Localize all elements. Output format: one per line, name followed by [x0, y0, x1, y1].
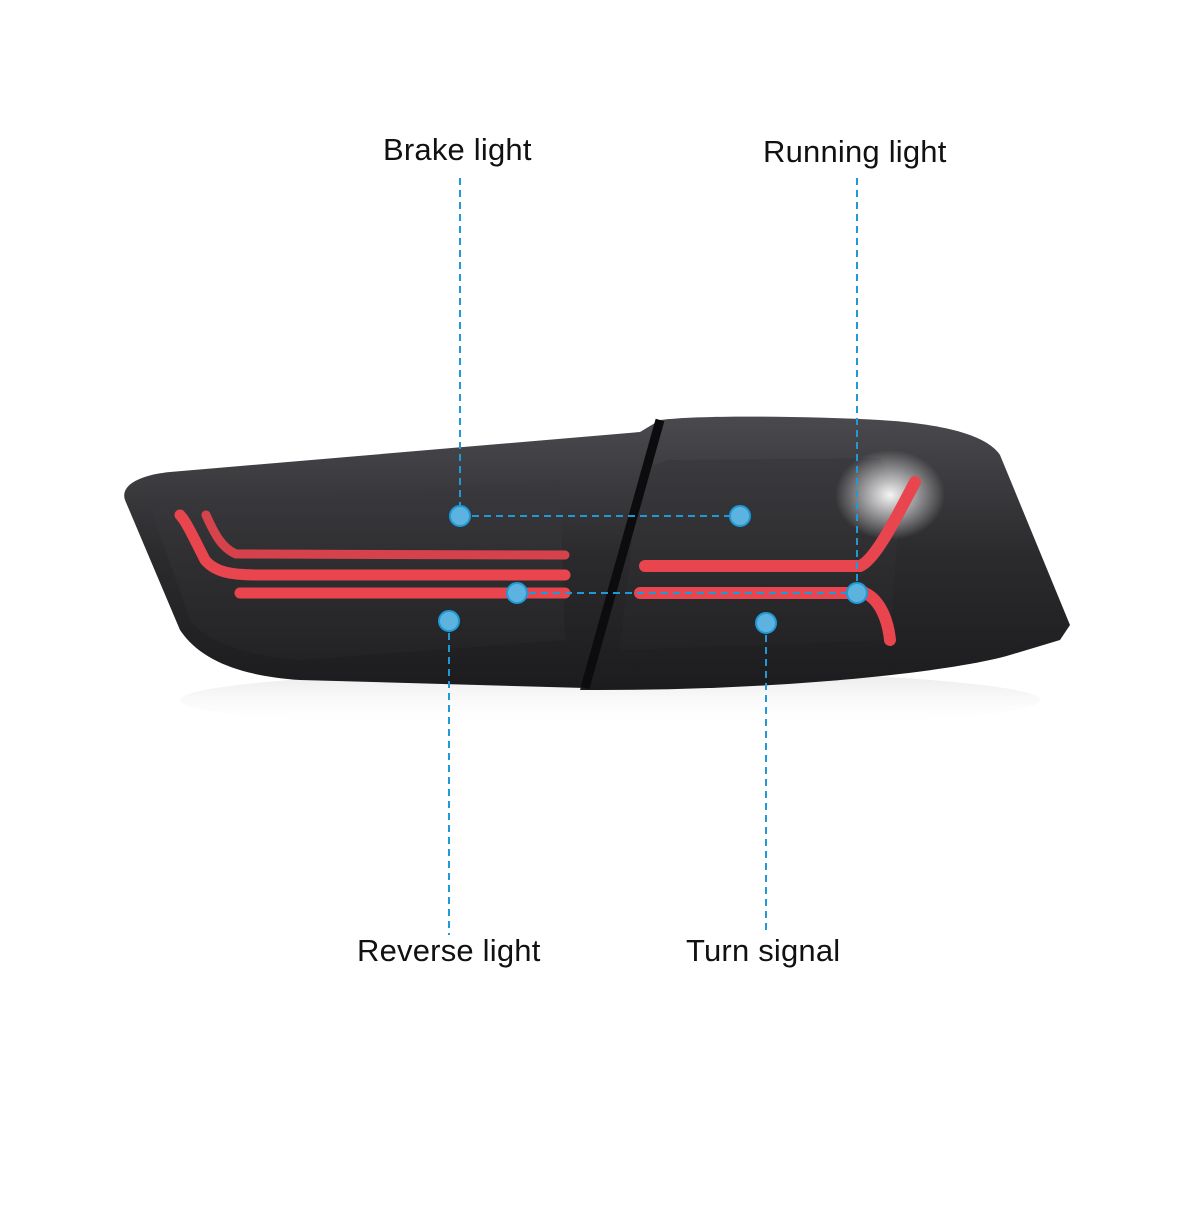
reverse-light-dot	[438, 610, 460, 632]
running-light-dot-right	[846, 582, 868, 604]
floor-reflection	[180, 670, 1040, 730]
turn-signal-dot	[755, 612, 777, 634]
brake-light-dot-left	[449, 505, 471, 527]
lamp-seam	[580, 418, 665, 690]
running-light-dot-left	[506, 582, 528, 604]
glare-highlight	[835, 450, 945, 540]
brake-light-label: Brake light	[383, 132, 532, 167]
running-light-label: Running light	[763, 134, 947, 169]
brake-light-dot-right	[729, 505, 751, 527]
turn-signal-label: Turn signal	[686, 933, 841, 968]
reverse-light-label: Reverse light	[357, 933, 541, 968]
callout-lines	[448, 178, 858, 935]
